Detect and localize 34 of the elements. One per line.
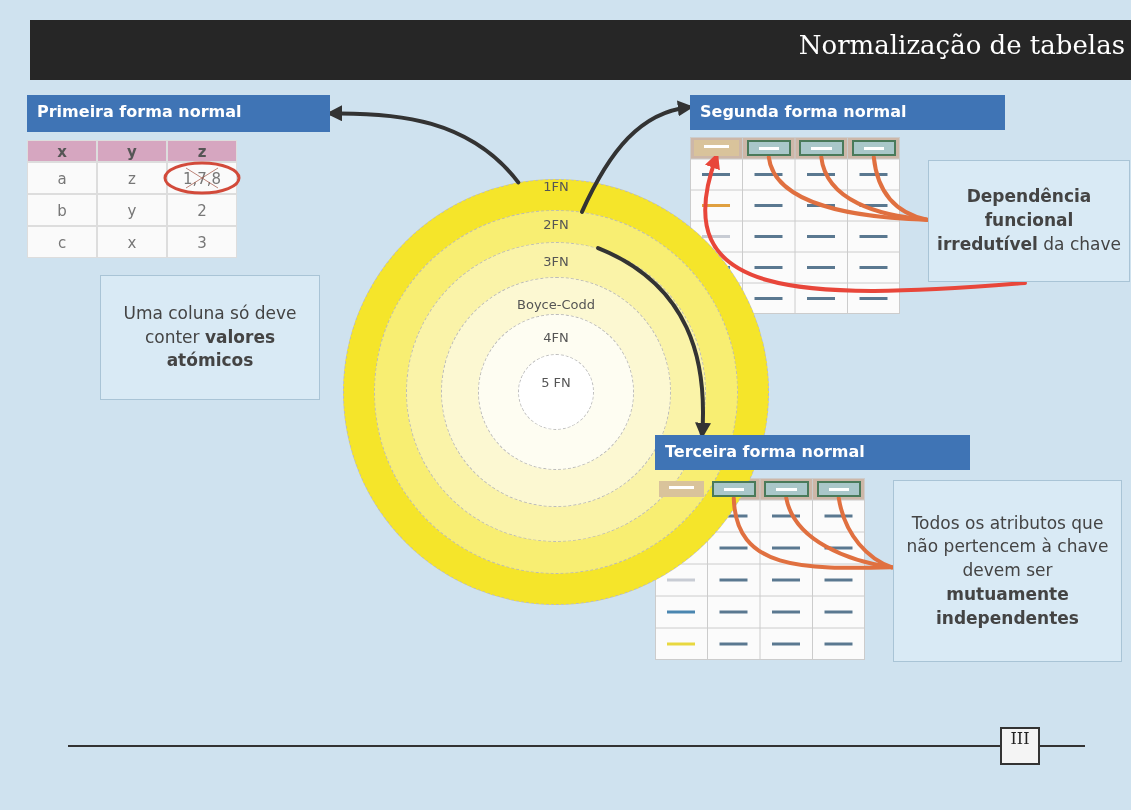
- ring-label: 3FN: [543, 254, 569, 269]
- text-box: Todos os atributos que não pertencem à chave devem ser mutuamente independentes: [893, 480, 1122, 662]
- connector-line: [836, 496, 894, 570]
- header-cell: [851, 140, 896, 156]
- page-number: III: [1000, 727, 1040, 765]
- table-cell: z: [97, 162, 167, 194]
- text-box: Uma coluna só deve conter valores atómicos: [100, 275, 320, 400]
- header-cell: z: [167, 140, 237, 162]
- header-cell: [799, 140, 844, 156]
- header-cell: y: [97, 140, 167, 162]
- table-cell: 2: [167, 194, 237, 226]
- ring-label: 5 FN: [541, 375, 571, 390]
- table-cell: y: [97, 194, 167, 226]
- connector-line: [819, 155, 929, 222]
- ring-label: 4FN: [543, 330, 569, 345]
- header-cell: x: [27, 140, 97, 162]
- table-cell: c: [27, 226, 97, 258]
- text-box: Dependência funcional irredutível da chave: [928, 160, 1130, 282]
- table-cell: 3: [167, 226, 237, 258]
- key-cell: [694, 140, 739, 156]
- header-cell: [746, 140, 791, 156]
- heading-banner: Terceira forma normal: [655, 435, 970, 470]
- table-cell: x: [97, 226, 167, 258]
- heading-banner: Primeira forma normal: [27, 95, 330, 132]
- ring-label: 2FN: [543, 217, 569, 232]
- slide-title: Normalização de tabelas: [798, 30, 1125, 60]
- connector-line: [871, 155, 929, 222]
- header-cell: [764, 481, 809, 497]
- ring-label: Boyce-Codd: [517, 297, 595, 312]
- header-cell: [816, 481, 861, 497]
- table-cell: a: [27, 162, 97, 194]
- ring-label: 1FN: [543, 179, 569, 194]
- heading-banner: Segunda forma normal: [690, 95, 1005, 130]
- table-cell: b: [27, 194, 97, 226]
